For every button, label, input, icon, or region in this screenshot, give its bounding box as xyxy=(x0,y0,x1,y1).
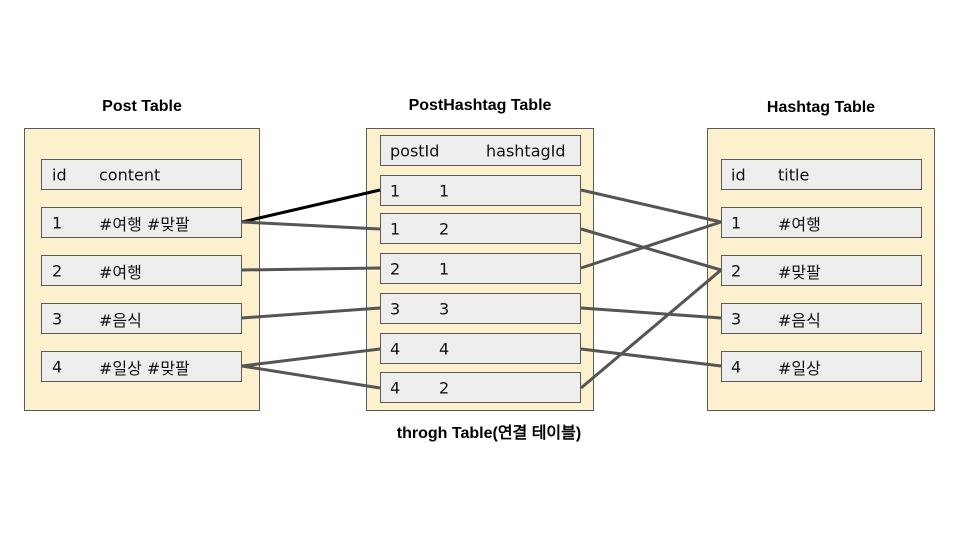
link-ph1-to-hashtag1 xyxy=(580,188,722,224)
post-hashtag-table-header: postId hashtagId xyxy=(380,135,581,166)
link-post4-to-ph6 xyxy=(241,364,381,390)
link-ph2-to-hashtag2 xyxy=(580,227,722,272)
post-content-header: content xyxy=(99,165,161,184)
hashtag-row: 1 #여행 xyxy=(721,207,922,238)
post-hashtag-row-post-id: 1 xyxy=(390,181,401,200)
post-row-content: #여행 xyxy=(99,262,142,282)
link-post2-to-ph3 xyxy=(241,266,381,272)
post-hashtag-table-title: PostHashtag Table xyxy=(408,97,552,114)
hashtag-row-title: #음식 xyxy=(778,310,821,330)
post-row-id: 2 xyxy=(52,261,63,280)
link-ph6-to-hashtag2 xyxy=(580,268,722,390)
hashtag-row-id: 4 xyxy=(731,357,742,376)
post-id-header: id xyxy=(52,165,67,184)
post-hashtag-row-post-id: 3 xyxy=(390,299,401,318)
link-post3-to-ph4 xyxy=(241,306,381,320)
link-post1-to-ph2 xyxy=(241,220,381,231)
hashtag-row-id: 1 xyxy=(731,213,742,232)
hashtag-title-header: title xyxy=(778,165,810,184)
post-hashtag-row-hashtag-id: 1 xyxy=(439,259,450,278)
post-row: 3 #음식 xyxy=(41,303,242,334)
post-hashtag-row-hashtag-id: 2 xyxy=(439,378,450,397)
post-row-id: 3 xyxy=(52,309,63,328)
hashtag-row: 4 #일상 xyxy=(721,351,922,382)
hashtag-table-title: Hashtag Table xyxy=(766,99,876,116)
hashtag-row-id: 2 xyxy=(731,261,742,280)
post-hashtag-row-post-id: 1 xyxy=(390,219,401,238)
link-ph3-to-hashtag1 xyxy=(580,220,722,270)
post-hashtag-row: 2 1 xyxy=(380,253,581,284)
link-post4-to-ph5 xyxy=(241,347,381,368)
post-table-title: Post Table xyxy=(102,98,182,115)
post-row: 1 #여행 #맞팔 xyxy=(41,207,242,238)
hashtag-id-header: id xyxy=(731,165,746,184)
post-row-id: 4 xyxy=(52,357,63,376)
post-hashtag-row: 1 1 xyxy=(380,175,581,206)
post-hashtag-row: 4 4 xyxy=(380,333,581,364)
post-hashtag-row-post-id: 2 xyxy=(390,259,401,278)
hashtag-row-id: 3 xyxy=(731,309,742,328)
post-hashtag-row: 3 3 xyxy=(380,293,581,324)
post-hashtag-row-post-id: 4 xyxy=(390,339,401,358)
link-post1-to-ph1 xyxy=(241,188,381,224)
post-hashtag-row: 1 2 xyxy=(380,213,581,244)
post-hashtag-row-post-id: 4 xyxy=(390,378,401,397)
post-id-header: postId xyxy=(390,141,440,160)
hashtag-row-title: #일상 xyxy=(778,358,821,378)
post-hashtag-row-hashtag-id: 2 xyxy=(439,219,450,238)
post-row-id: 1 xyxy=(52,213,63,232)
through-table-caption: throgh Table(연결 테이블) xyxy=(396,425,582,442)
post-hashtag-row-hashtag-id: 4 xyxy=(439,339,450,358)
link-ph5-to-hashtag4 xyxy=(580,347,722,368)
post-row-content: #여행 #맞팔 xyxy=(99,214,190,234)
post-row-content: #일상 #맞팔 xyxy=(99,358,190,378)
hashtag-row: 2 #맞팔 xyxy=(721,255,922,286)
hashtag-table-header: id title xyxy=(721,159,922,190)
hashtag-id-header: hashtagId xyxy=(486,141,566,160)
post-row-content: #음식 xyxy=(99,310,142,330)
post-row: 4 #일상 #맞팔 xyxy=(41,351,242,382)
post-table-header: id content xyxy=(41,159,242,190)
post-hashtag-row-hashtag-id: 1 xyxy=(439,181,450,200)
hashtag-row-title: #맞팔 xyxy=(778,262,821,282)
post-row: 2 #여행 xyxy=(41,255,242,286)
post-hashtag-row: 4 2 xyxy=(380,372,581,403)
hashtag-row-title: #여행 xyxy=(778,214,821,234)
hashtag-row: 3 #음식 xyxy=(721,303,922,334)
post-hashtag-row-hashtag-id: 3 xyxy=(439,299,450,318)
link-ph4-to-hashtag3 xyxy=(580,306,722,320)
